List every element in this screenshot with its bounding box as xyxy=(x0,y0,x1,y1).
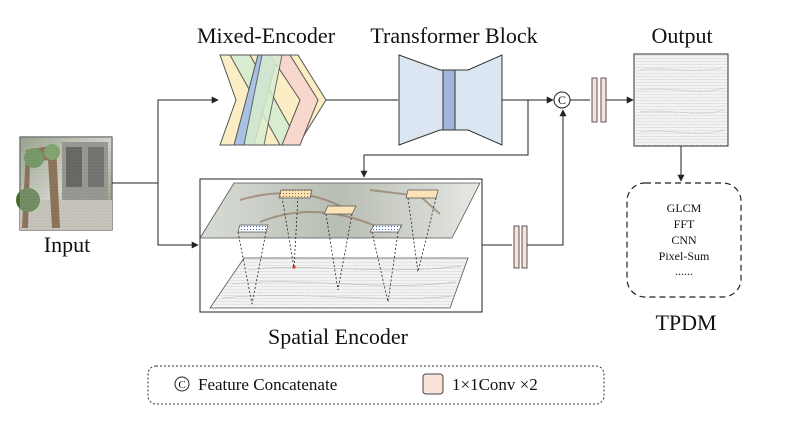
input-title: Input xyxy=(44,232,90,257)
spatial-bottom-plane xyxy=(209,257,469,309)
transformer-bottleneck-bar xyxy=(442,69,456,131)
output-image xyxy=(633,53,729,147)
patch-2 xyxy=(323,205,357,215)
concat-node: C xyxy=(553,91,571,109)
legend-concat-icon xyxy=(174,376,190,392)
tpdm-item-pixel-sum: Pixel-Sum xyxy=(659,249,710,263)
patch-5 xyxy=(369,224,403,233)
concat-symbol: C xyxy=(558,93,566,107)
legend-concat-label: Feature Concatenate xyxy=(198,375,337,394)
conv-to-concat-arrow xyxy=(527,109,567,246)
conv-block-top xyxy=(591,77,607,123)
tpdm-item-ellipsis: ...... xyxy=(675,264,693,278)
patch-3 xyxy=(405,189,439,199)
tpdm-item-glcm: GLCM xyxy=(667,201,702,215)
transformer-block-title: Transformer Block xyxy=(370,23,537,48)
spatial-encoder-title: Spatial Encoder xyxy=(268,324,409,349)
output-title: Output xyxy=(651,23,712,48)
legend-concat-symbol: C xyxy=(178,379,185,391)
input-connectors xyxy=(112,96,219,249)
conv-block-bottom xyxy=(513,225,528,269)
spatial-encoder-block xyxy=(199,178,483,313)
tpdm-title: TPDM xyxy=(655,310,716,335)
legend-conv-swatch xyxy=(422,373,444,395)
transformer-connectors xyxy=(360,96,554,178)
mixed-encoder-title: Mixed-Encoder xyxy=(197,23,336,48)
transformer-block xyxy=(398,54,503,146)
legend-box xyxy=(147,365,605,405)
patch-4 xyxy=(237,224,269,233)
input-image xyxy=(16,136,113,231)
patch-1 xyxy=(278,189,313,199)
tpdm-box: GLCM FFT CNN Pixel-Sum ...... xyxy=(626,182,742,298)
tpdm-item-cnn: CNN xyxy=(671,233,697,247)
legend: C Feature Concatenate 1×1Conv ×2 xyxy=(147,365,605,405)
encoder-pink-layer xyxy=(269,54,319,146)
mixed-encoder-block xyxy=(219,54,327,146)
legend-conv-label: 1×1Conv ×2 xyxy=(452,375,538,394)
projection-lines xyxy=(237,196,437,305)
tpdm-item-fft: FFT xyxy=(674,217,695,231)
